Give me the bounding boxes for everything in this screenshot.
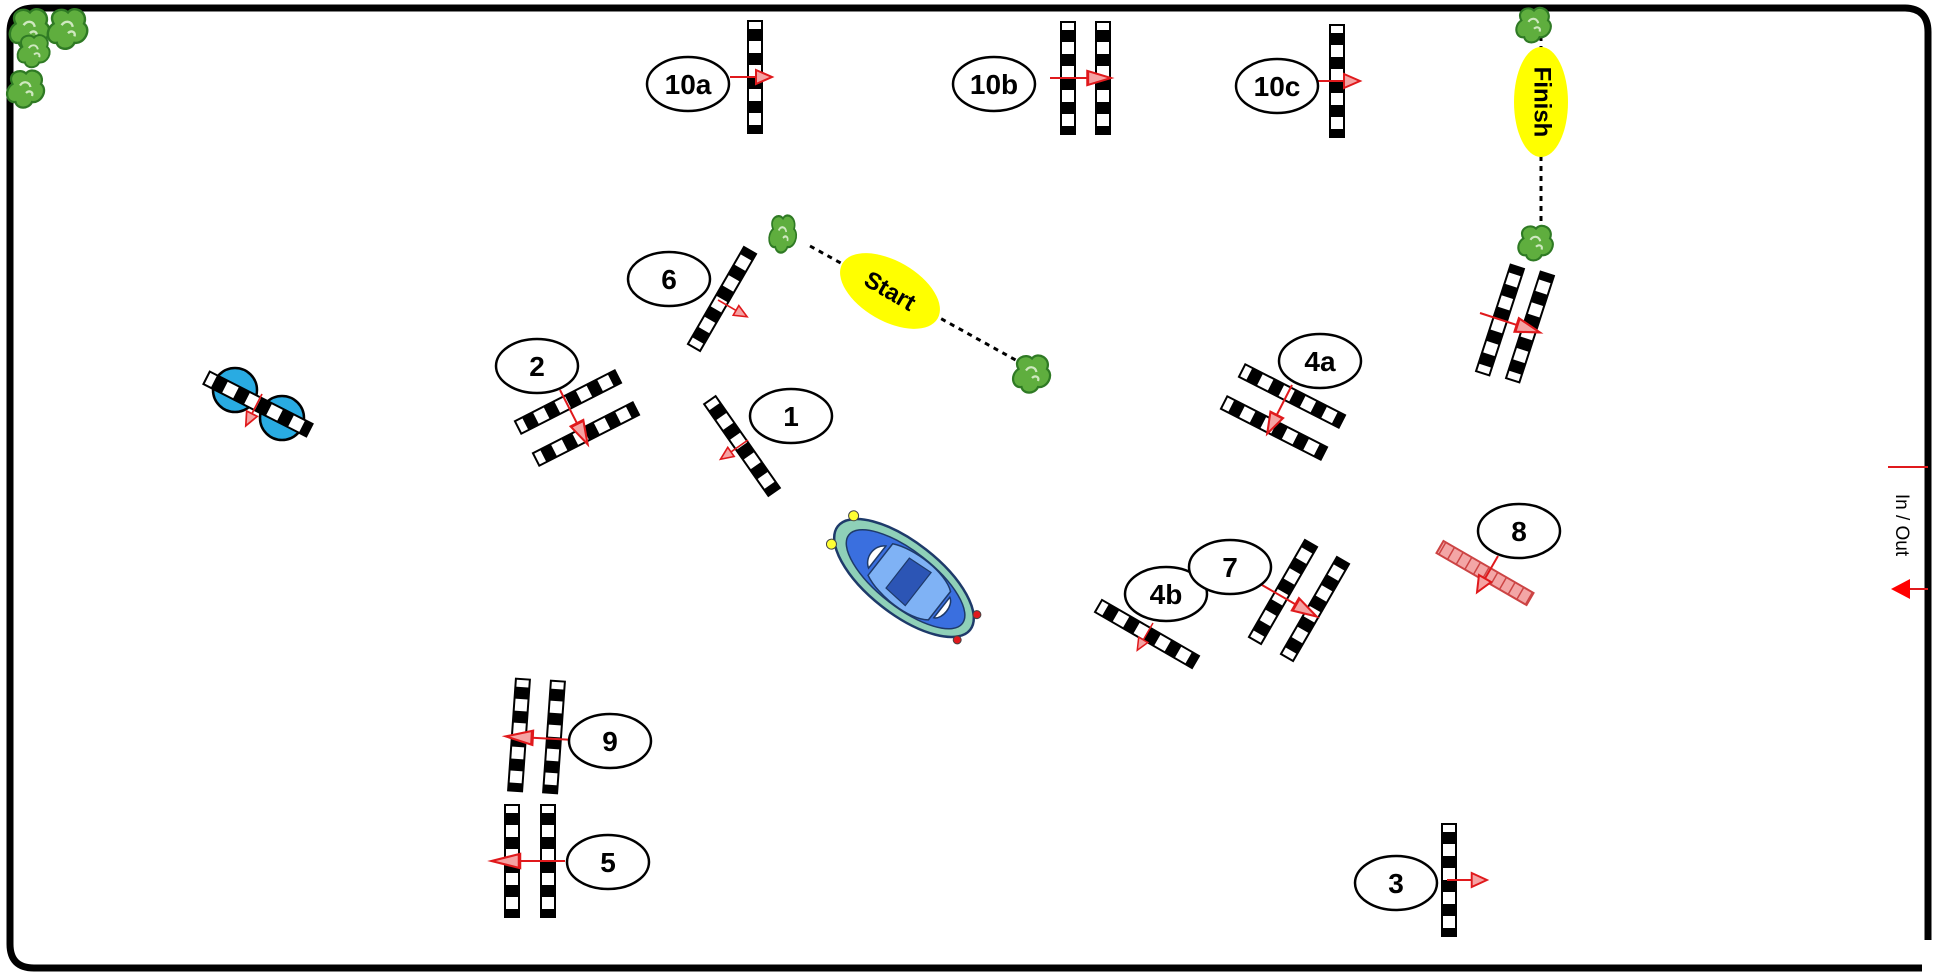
label-5: 5	[565, 833, 651, 891]
entrance-marker: In / Out	[1888, 466, 1928, 599]
label-9: 9	[567, 712, 653, 770]
gate-10a	[729, 20, 773, 134]
label-4b-text: 4b	[1150, 579, 1183, 610]
practice-gate	[202, 366, 314, 442]
label-1-text: 1	[783, 401, 799, 432]
label-8: 8	[1476, 502, 1562, 560]
label-6: 6	[626, 250, 712, 308]
label-3: 3	[1353, 854, 1439, 912]
label-2: 2	[494, 337, 580, 395]
gate-finish-approach	[1475, 263, 1555, 384]
finish-line: Finish	[1514, 6, 1568, 262]
label-8-text: 8	[1511, 516, 1527, 547]
bush-icon	[1517, 224, 1554, 262]
car-icon	[825, 510, 982, 645]
bush-icon	[1011, 354, 1052, 394]
label-9-text: 9	[602, 726, 618, 757]
gate-5	[489, 804, 567, 918]
label-6-text: 6	[661, 264, 677, 295]
label-4a: 4a	[1277, 332, 1363, 390]
bush-icon	[46, 7, 89, 51]
label-10c: 10c	[1234, 57, 1320, 115]
label-4b: 4b	[1123, 565, 1209, 623]
label-7-text: 7	[1222, 552, 1238, 583]
label-2-text: 2	[529, 351, 545, 382]
entrance-arrow-icon	[1891, 579, 1910, 599]
gate-9	[503, 677, 578, 795]
label-4a-text: 4a	[1304, 346, 1336, 377]
label-3-text: 3	[1388, 868, 1404, 899]
label-1: 1	[748, 387, 834, 445]
label-10a-text: 10a	[665, 69, 712, 100]
start-line: Start	[767, 214, 1052, 394]
gate-3	[1441, 823, 1488, 937]
finish-label: Finish	[1529, 67, 1556, 138]
bush-icon	[5, 69, 46, 109]
gate-10b	[1048, 21, 1113, 135]
gate-8	[1435, 539, 1535, 607]
entrance-label: In / Out	[1891, 494, 1912, 557]
label-10a: 10a	[645, 55, 731, 113]
label-10c-text: 10c	[1254, 71, 1301, 102]
label-7: 7	[1187, 538, 1273, 596]
bush-icon	[1515, 6, 1552, 44]
course-boundary	[6, 4, 1932, 972]
gate-10c	[1317, 24, 1361, 138]
bush-icon	[767, 214, 798, 254]
label-5-text: 5	[600, 847, 616, 878]
label-10b: 10b	[951, 55, 1037, 113]
bush-icon	[16, 34, 51, 69]
bush-cluster	[5, 7, 89, 109]
label-10b-text: 10b	[970, 69, 1018, 100]
